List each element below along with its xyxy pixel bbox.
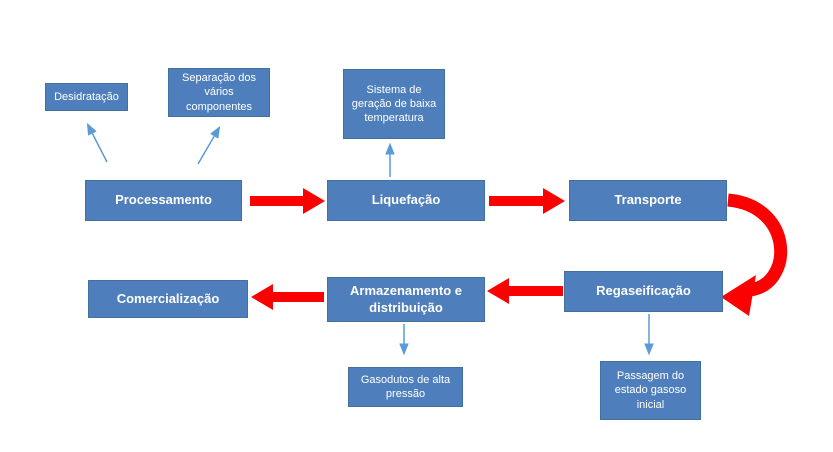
box-separacao-label: Separação dos vários componentes bbox=[182, 72, 256, 113]
arrow-processamento-to-separacao bbox=[197, 125, 221, 165]
box-sistema: Sistema de geração de baixa temperatura bbox=[343, 69, 445, 139]
arrow-armazenamento-to-comercializacao bbox=[251, 284, 324, 310]
arrow-processamento-to-desidratacao bbox=[86, 122, 108, 163]
box-liquefacao-label: Liquefação bbox=[371, 192, 441, 208]
box-transporte-label: Transporte bbox=[614, 192, 682, 208]
box-gasodutos-label: Gasodutos de alta pressão bbox=[360, 373, 451, 400]
arrow-regaseificacao-to-armazenamento bbox=[487, 278, 563, 304]
arrow-transporte-to-regaseificacao bbox=[721, 193, 788, 316]
box-transporte: Transporte bbox=[569, 180, 727, 221]
arrow-liquefacao-to-transporte bbox=[489, 188, 565, 214]
arrow-processamento-to-liquefacao bbox=[250, 188, 325, 214]
box-desidratacao: Desidratação bbox=[45, 83, 128, 111]
box-gasodutos: Gasodutos de alta pressão bbox=[348, 367, 463, 407]
box-separacao: Separação dos vários componentes bbox=[168, 68, 270, 117]
box-comercializacao: Comercialização bbox=[88, 280, 248, 318]
box-liquefacao: Liquefação bbox=[327, 180, 485, 221]
box-processamento: Processamento bbox=[85, 180, 242, 221]
box-regaseificacao-label: Regaseificação bbox=[596, 283, 691, 299]
box-comercializacao-label: Comercialização bbox=[116, 290, 220, 306]
box-desidratacao-label: Desidratação bbox=[54, 90, 119, 103]
box-regaseificacao: Regaseificação bbox=[564, 271, 723, 312]
box-armazenamento-label: Armazenamento e distribuição bbox=[350, 283, 462, 315]
box-passagem-label: Passagem do estado gasoso inicial bbox=[614, 370, 687, 411]
box-passagem: Passagem do estado gasoso inicial bbox=[600, 361, 701, 420]
box-armazenamento: Armazenamento e distribuição bbox=[327, 277, 485, 322]
box-processamento-label: Processamento bbox=[115, 192, 212, 208]
box-sistema-label: Sistema de geração de baixa temperatura bbox=[351, 83, 437, 125]
